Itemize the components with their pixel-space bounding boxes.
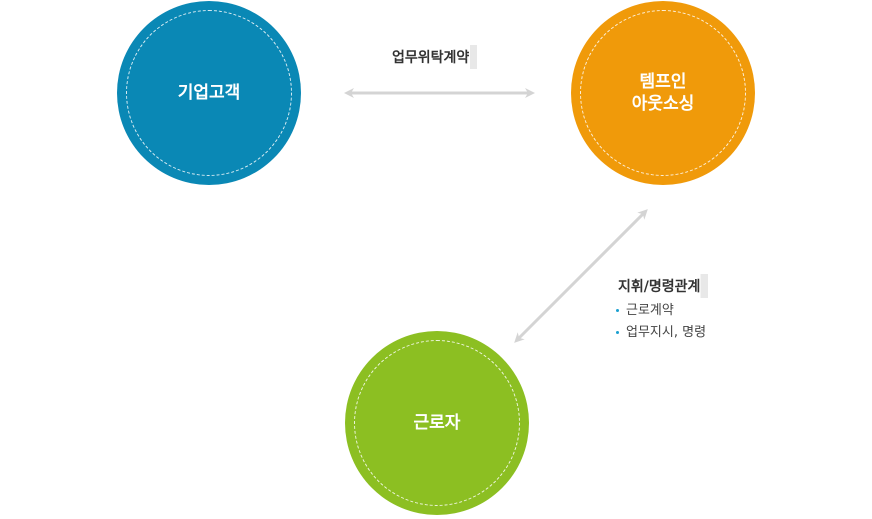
client-node: 기업고객 (117, 1, 301, 185)
worker-dashed-ring (354, 340, 520, 506)
temp-outsourcing-label: 템프인 아웃소싱 (631, 72, 695, 114)
list-item: 근로계약 (616, 300, 706, 322)
temp-outsourcing-node: 템프인 아웃소싱 (571, 1, 755, 185)
list-item-text: 업무지시, 명령 (626, 325, 707, 340)
contract-label: 업무위탁계약 (390, 45, 478, 69)
list-item: 업무지시, 명령 (616, 322, 706, 344)
worker-node: 근로자 (345, 331, 529, 515)
bullet-icon (616, 309, 619, 312)
command-arrow (514, 209, 648, 343)
client-dashed-ring (126, 10, 292, 176)
worker-label: 근로자 (413, 413, 461, 433)
command-relation-list: 근로계약 업무지시, 명령 (616, 300, 706, 344)
command-relation-label: 지휘/명령관계 (616, 274, 709, 298)
list-item-text: 근로계약 (626, 303, 674, 318)
bullet-icon (616, 331, 619, 334)
client-label: 기업고객 (177, 83, 241, 103)
temp-dashed-ring (580, 10, 746, 176)
